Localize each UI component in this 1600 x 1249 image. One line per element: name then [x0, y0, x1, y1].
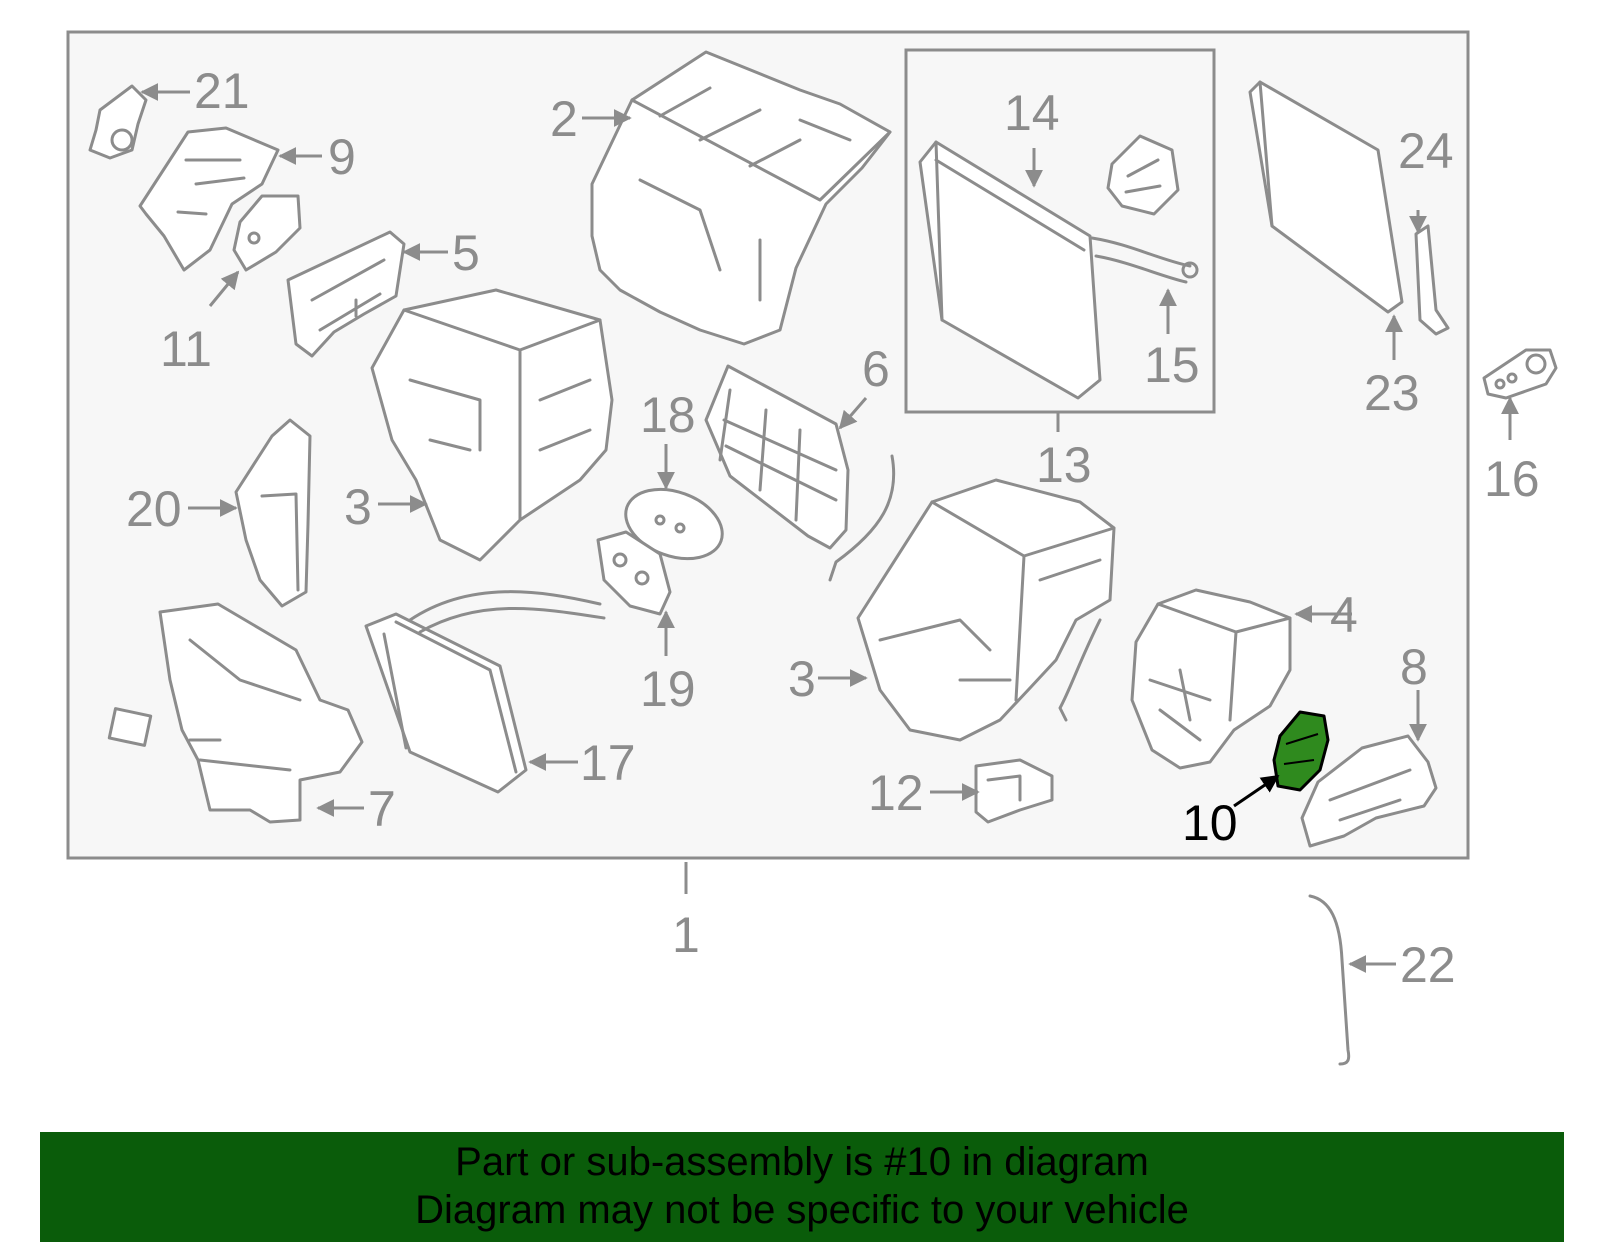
- callout-16: 16: [1484, 451, 1540, 507]
- callout-11: 11: [160, 321, 212, 377]
- callout-17: 17: [580, 735, 636, 791]
- callout-21: 21: [194, 63, 250, 119]
- part-7-clip-drawing: [107, 707, 153, 747]
- part-10-drawing[interactable]: [1272, 710, 1330, 792]
- part-21-drawing: [88, 84, 148, 160]
- part-20-drawing: [234, 418, 312, 608]
- callout-23: 23: [1364, 365, 1420, 421]
- part-3-upper-drawing: [370, 288, 614, 562]
- callout-12: 12: [868, 765, 924, 821]
- callout-3-lower: 3: [788, 651, 816, 707]
- callout-15: 15: [1144, 337, 1200, 393]
- callout-6: 6: [862, 341, 890, 397]
- part-13-fitting-drawing: [1106, 134, 1180, 216]
- part-19-drawing: [596, 530, 672, 616]
- callout-22: 22: [1400, 937, 1456, 993]
- part-7-drawing: [158, 602, 364, 824]
- callout-9: 9: [328, 129, 356, 185]
- part-8-drawing: [1300, 734, 1438, 848]
- callout-5: 5: [452, 225, 480, 281]
- part-11-drawing: [232, 194, 302, 272]
- part-6-drawing: [704, 364, 896, 582]
- part-16-drawing: [1482, 348, 1558, 400]
- part-5-drawing: [286, 230, 406, 358]
- callout-18: 18: [640, 387, 696, 443]
- callout-4: 4: [1330, 587, 1358, 643]
- part-9-drawing: [138, 126, 280, 272]
- callout-24: 24: [1398, 123, 1454, 179]
- callout-20: 20: [126, 481, 182, 537]
- part-12-drawing: [974, 758, 1054, 824]
- callout-8: 8: [1400, 639, 1428, 695]
- callout-10[interactable]: 10: [1182, 795, 1238, 851]
- callout-3-upper: 3: [344, 479, 372, 535]
- info-banner: Part or sub-assembly is #10 in diagram D…: [40, 1132, 1564, 1242]
- callout-19: 19: [640, 661, 696, 717]
- callout-2: 2: [550, 91, 578, 147]
- part-14-drawing: [918, 140, 1199, 400]
- callout-7: 7: [368, 781, 396, 837]
- part-3-lower-drawing: [856, 478, 1116, 742]
- banner-line-2: Diagram may not be specific to your vehi…: [415, 1188, 1189, 1232]
- callout-13: 13: [1036, 437, 1092, 493]
- callout-14: 14: [1004, 85, 1060, 141]
- part-24-drawing: [1414, 224, 1450, 336]
- callout-1: 1: [672, 907, 700, 963]
- part-18-drawing: [624, 487, 724, 561]
- part-17-drawing: [364, 590, 606, 794]
- part-22-drawing: [1308, 894, 1351, 1066]
- part-4-drawing: [1130, 588, 1292, 770]
- part-2-drawing: [590, 50, 892, 346]
- leader-lines: [140, 83, 1519, 973]
- banner-line-1: Part or sub-assembly is #10 in diagram: [455, 1140, 1149, 1184]
- part-23-drawing: [1248, 80, 1404, 314]
